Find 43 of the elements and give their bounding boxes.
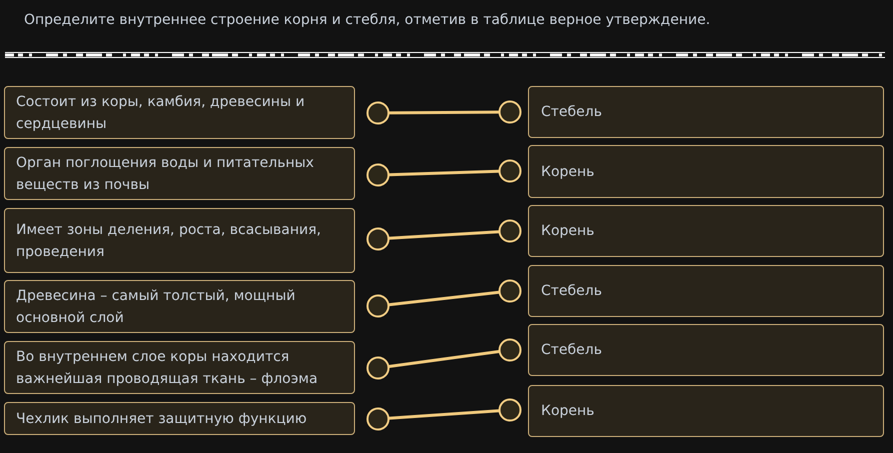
connector-line <box>388 409 500 420</box>
answer-text: Стебель <box>541 103 602 122</box>
statement-text: Чехлик выполняет защитную функцию <box>16 410 307 428</box>
answer-text: Стебель <box>541 341 602 360</box>
statement-text: Древесина – самый толстый, мощный основной слой <box>16 286 296 328</box>
statement-text: Состоит из коры, камбия, древесины и сердцевины <box>16 92 306 134</box>
statement-card <box>4 341 355 394</box>
answer-text: Корень <box>541 222 594 241</box>
answer-card <box>528 86 884 138</box>
connector-line <box>388 170 500 176</box>
statement-card <box>4 208 355 273</box>
connector-circle <box>498 279 522 303</box>
connector-circle <box>498 338 522 362</box>
connector-circle <box>498 159 522 183</box>
connector-circle <box>498 398 522 422</box>
connector-circle <box>366 407 390 431</box>
statement-text: Орган поглощения воды и питательных веществ из почвы <box>16 154 315 194</box>
connector-circle <box>366 356 390 380</box>
statement-text: Во внутреннем слое коры находится важнейшая проводящая ткань – флоэма <box>16 348 319 388</box>
connector-line <box>388 290 500 306</box>
answer-text: Стебель <box>541 282 602 301</box>
answer-card <box>528 265 884 317</box>
answer-card <box>528 205 884 257</box>
question-text: Определите внутреннее строение корня и стебля, отметив в таблице верное утверждение. <box>24 11 710 30</box>
statement-card <box>4 147 355 200</box>
connector-line <box>388 110 500 114</box>
connector-circle <box>366 227 390 251</box>
connector-line <box>388 350 500 368</box>
statement-card <box>4 280 355 333</box>
connector-circle <box>366 163 390 187</box>
statement-text: Имеет зоны деления, роста, всасывания, проведения <box>16 220 322 262</box>
answer-text: Корень <box>541 162 594 182</box>
statement-card <box>4 86 355 139</box>
connector-circle <box>498 100 522 124</box>
answer-card <box>528 385 884 437</box>
answer-card <box>528 145 884 198</box>
connector-circle <box>498 219 522 243</box>
connector-line <box>388 230 500 240</box>
statement-card <box>4 402 355 435</box>
connector-circle <box>366 294 390 318</box>
connector-circle <box>366 101 390 125</box>
answer-text: Корень <box>541 402 594 421</box>
answer-card <box>528 324 884 376</box>
